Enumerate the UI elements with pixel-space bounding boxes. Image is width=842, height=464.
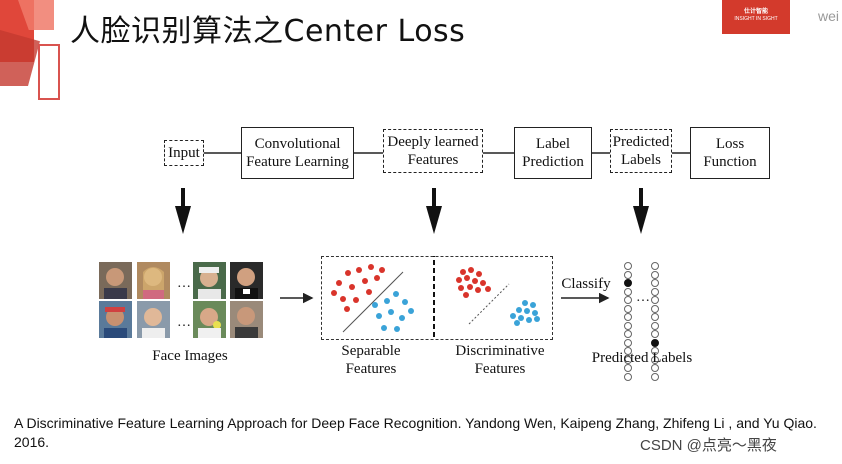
citation-text: A Discriminative Feature Learning Approa…	[14, 415, 817, 450]
face-thumbnail	[99, 262, 132, 299]
separable-red-cluster	[331, 264, 385, 312]
logo-line-1: 仕计智能	[743, 9, 768, 15]
face-thumbnail	[230, 301, 263, 338]
predicted-labels-box-label: Predicted Labels	[612, 134, 670, 168]
decor-red-outline	[38, 44, 60, 100]
classify-caption: Classify	[561, 276, 611, 292]
brand-logo: 仕计智能 INSIGHT IN SIGHT	[722, 0, 790, 34]
face-thumbnail	[193, 301, 226, 338]
deep-features-label: Deeply learned Features	[387, 134, 479, 168]
ellipsis: …	[636, 290, 650, 305]
separable-blue-cluster	[372, 291, 414, 332]
predicted-labels-caption: Predicted Labels	[591, 350, 693, 366]
separable-features-caption: Separable Features	[341, 343, 401, 377]
input-label: Input	[168, 145, 200, 161]
label-column-right	[651, 262, 661, 381]
discriminative-blue-cluster	[510, 300, 540, 326]
face-thumbnail	[137, 262, 170, 299]
deeply-learned-features-box: Deeply learned Features	[383, 129, 483, 173]
loss-function-label: Loss Function	[703, 136, 757, 170]
discriminative-boundary	[468, 283, 510, 325]
face-thumbnail	[193, 262, 226, 299]
discriminative-red-cluster	[456, 267, 491, 298]
ellipsis: …	[177, 315, 191, 330]
convolutional-feature-learning-box: Convolutional Feature Learning	[241, 127, 354, 179]
face-thumbnail	[230, 262, 263, 299]
input-box: Input	[164, 140, 204, 166]
down-arrow	[426, 188, 442, 234]
label-column-left	[624, 262, 634, 381]
label-prediction-label: Label Prediction	[522, 136, 584, 170]
face-images-caption: Face Images	[152, 348, 228, 364]
label-prediction-box: Label Prediction	[514, 127, 592, 179]
logo-line-2: INSIGHT IN SIGHT	[734, 16, 778, 22]
features-panel	[321, 256, 553, 340]
slide-title: 人脸识别算法之Center Loss	[70, 14, 466, 49]
feature-scatter	[331, 256, 540, 340]
corner-text: wei	[818, 8, 840, 24]
ellipsis: …	[177, 276, 191, 291]
loss-function-box: Loss Function	[690, 127, 770, 179]
convolutional-label: Convolutional Feature Learning	[246, 136, 349, 170]
predicted-labels-box: Predicted Labels	[610, 129, 672, 173]
down-arrow	[175, 188, 191, 234]
face-thumbnail	[99, 301, 132, 338]
discriminative-features-caption: Discriminative Features	[455, 343, 545, 377]
down-arrow	[633, 188, 649, 234]
separating-line	[342, 271, 404, 333]
csdn-watermark: CSDN @点亮～黑夜	[640, 437, 777, 454]
face-thumbnail	[137, 301, 170, 338]
